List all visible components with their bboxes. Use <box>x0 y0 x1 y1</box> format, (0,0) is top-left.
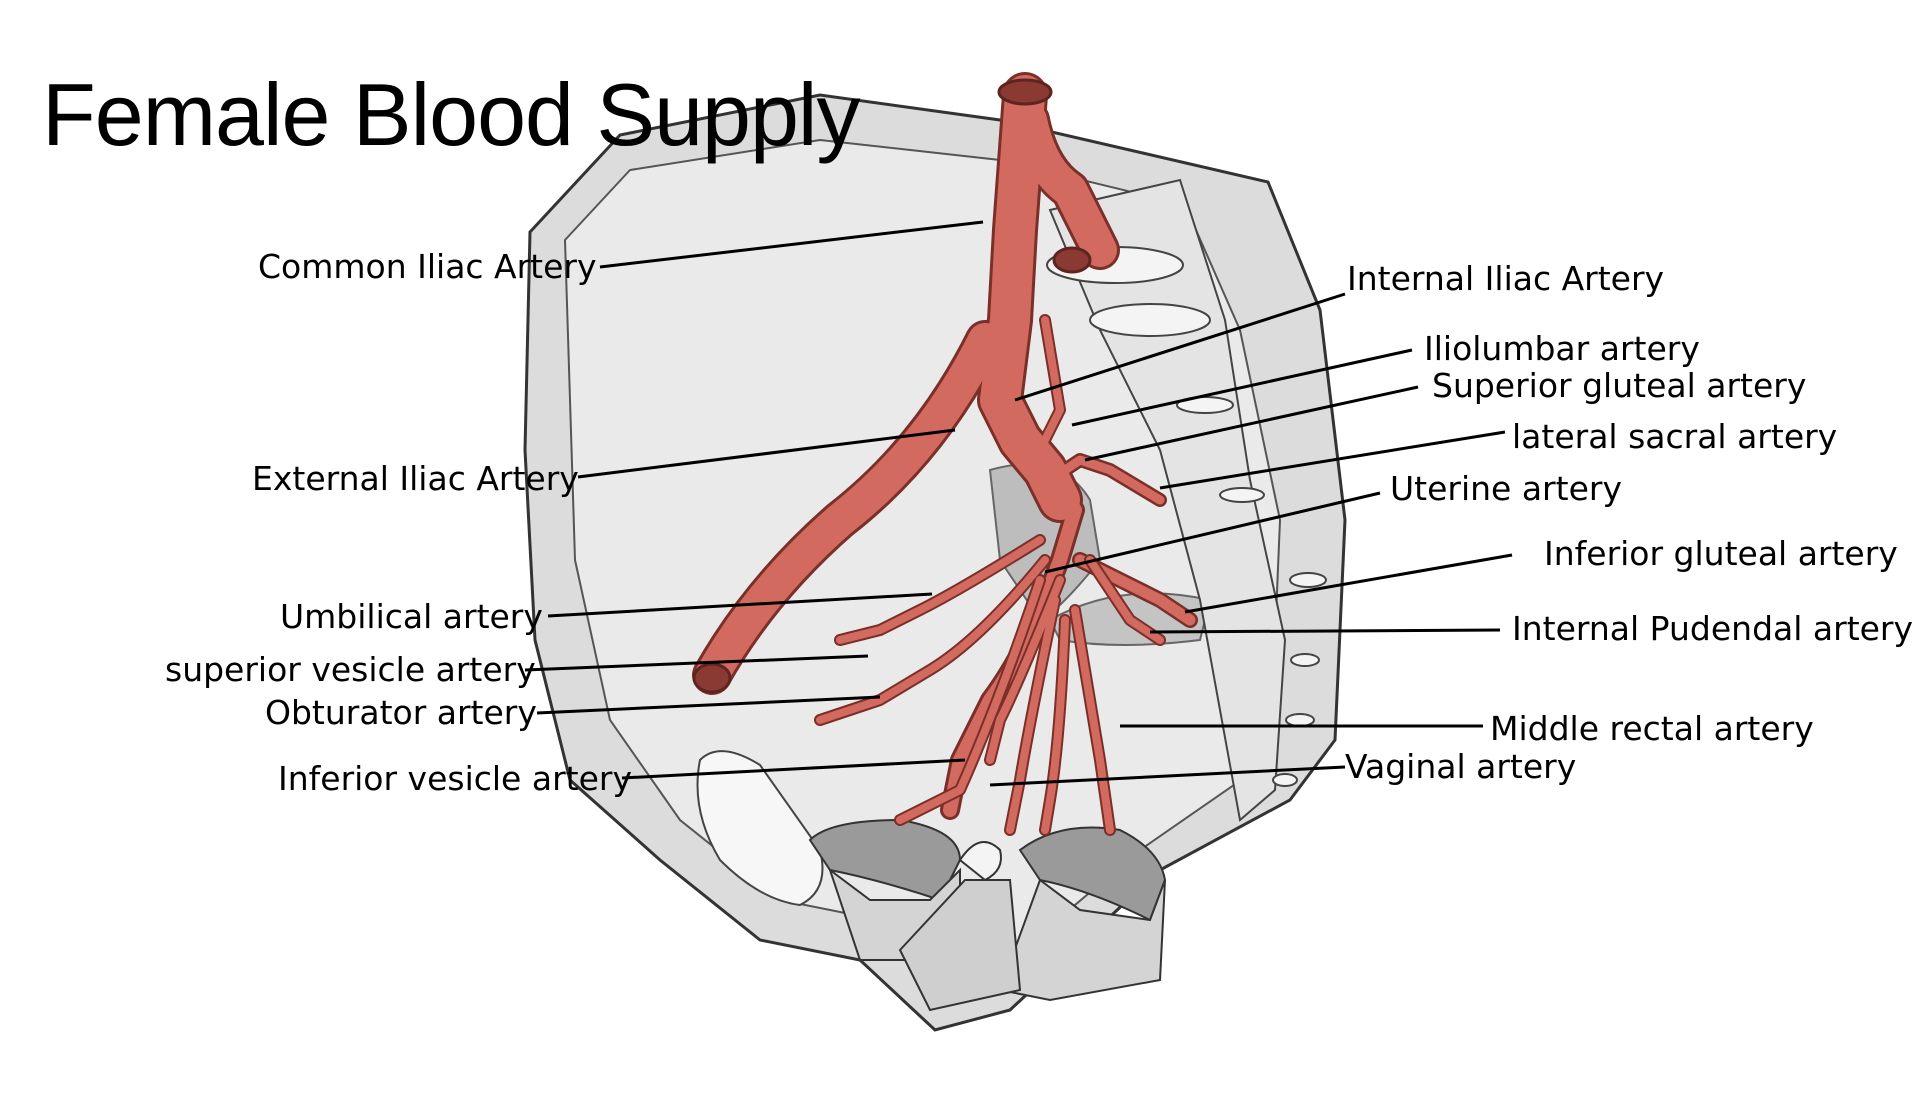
label-middle-rectal-artery: Middle rectal artery <box>1490 709 1814 748</box>
lateral-sacral-artery <box>1045 455 1165 505</box>
iliolumbar-artery <box>1041 316 1064 444</box>
label-superior-vesicle-artery: superior vesicle artery <box>165 650 536 689</box>
rectum-section <box>1018 826 1167 922</box>
label-superior-gluteal-artery: Superior gluteal artery <box>1432 366 1807 405</box>
aorta-left-iliac <box>1013 103 1117 267</box>
label-common-iliac-artery: Common Iliac Artery <box>258 247 597 286</box>
inferior-vesicle-artery <box>896 576 1044 824</box>
middle-rectal-artery <box>1071 606 1114 834</box>
vertebra-disc <box>1089 303 1211 337</box>
label-vaginal-artery: Vaginal artery <box>1345 747 1577 786</box>
obturator-artery <box>816 556 1049 724</box>
umbilical-artery <box>836 536 1044 644</box>
external-iliac-artery <box>695 323 1002 692</box>
label-uterine-artery: Uterine artery <box>1390 469 1622 508</box>
internal-pudendal-artery <box>1086 556 1164 644</box>
page-title: Female Blood Supply <box>42 65 860 164</box>
obturator-foramen <box>696 750 824 907</box>
label-inferior-gluteal-artery: Inferior gluteal artery <box>1544 534 1898 573</box>
bladder-section <box>808 818 962 902</box>
label-obturator-artery: Obturator artery <box>265 693 537 732</box>
label-umbilical-artery: Umbilical artery <box>280 597 543 636</box>
uterus-section <box>958 841 1002 882</box>
leader-lines <box>524 220 1513 787</box>
label-external-iliac-artery: External Iliac Artery <box>252 459 579 498</box>
label-iliolumbar-artery: Iliolumbar artery <box>1424 329 1700 368</box>
label-inferior-vesicle-artery: Inferior vesicle artery <box>278 759 632 798</box>
label-internal-pudendal-artery: Internal Pudendal artery <box>1512 609 1914 648</box>
aorta-lumen <box>997 78 1053 106</box>
label-lateral-sacral-artery: lateral sacral artery <box>1512 417 1838 456</box>
label-internal-iliac-artery: Internal Iliac Artery <box>1347 259 1665 298</box>
iliac-lumen <box>1052 246 1092 274</box>
vaginal-artery <box>1006 596 1059 834</box>
